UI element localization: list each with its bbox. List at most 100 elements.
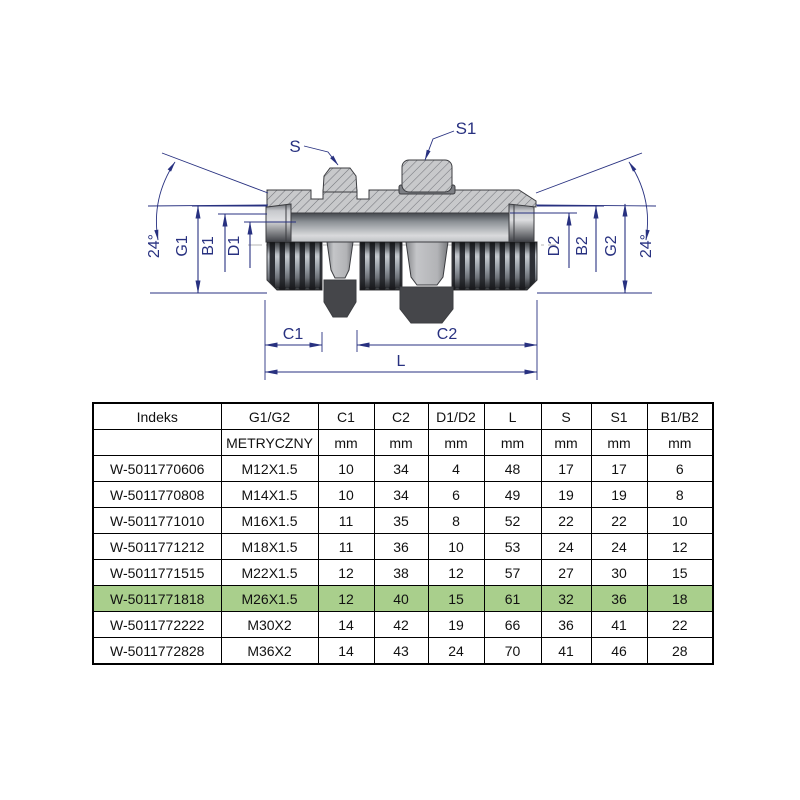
cell-value: 22: [540, 507, 592, 534]
cell-value: 12: [427, 559, 485, 586]
units-row: METRYCZNY mm mm mm mm mm mm mm: [92, 429, 714, 456]
cell-value: 8: [427, 507, 485, 534]
label-g1: G1: [174, 235, 191, 256]
cell-value: 66: [483, 611, 542, 638]
cell-value: M14X1.5: [220, 481, 319, 508]
cell-value: M30X2: [220, 611, 319, 638]
cell-value: 32: [540, 585, 592, 612]
cell-value: 41: [540, 637, 592, 665]
cell-indeks: W-5011770606: [92, 455, 222, 482]
thread-right: [451, 241, 538, 291]
cell-value: 36: [373, 533, 429, 560]
cell-value: 15: [646, 559, 714, 586]
cell-value: 52: [483, 507, 542, 534]
label-b1: B1: [200, 236, 217, 256]
cell-value: 43: [373, 637, 429, 665]
header-row: Indeks G1/G2 C1 C2 D1/D2 L S S1 B1/B2: [92, 402, 714, 430]
cone-collar-right: [508, 201, 535, 243]
cell-value: 38: [373, 559, 429, 586]
cell-value: 36: [590, 585, 648, 612]
dimension-table: Indeks G1/G2 C1 C2 D1/D2 L S S1 B1/B2 ME…: [92, 402, 714, 665]
thread-middle: [359, 241, 403, 291]
cell-value: 19: [427, 611, 485, 638]
cell-value: 36: [540, 611, 592, 638]
unit-cell: mm: [483, 429, 542, 456]
cell-value: 19: [540, 481, 592, 508]
cell-value: 10: [317, 455, 375, 482]
thread-left: [266, 241, 323, 291]
fitting-drawing: S S1 24° 24° G1 B1 D1: [146, 119, 657, 380]
cell-value: 8: [646, 481, 714, 508]
dimension-table-wrap: Indeks G1/G2 C1 C2 D1/D2 L S S1 B1/B2 ME…: [92, 402, 714, 665]
label-d1: D1: [226, 236, 243, 257]
col-header-indeks: Indeks: [92, 402, 222, 430]
cell-value: 10: [427, 533, 485, 560]
cell-value: 61: [483, 585, 542, 612]
cell-value: 49: [483, 481, 542, 508]
col-header-s: S: [540, 402, 592, 430]
label-d2: D2: [546, 236, 563, 257]
cell-indeks: W-5011770808: [92, 481, 222, 508]
hex-s-upper: [322, 167, 358, 193]
col-header-s1: S1: [590, 402, 648, 430]
label-s: S: [289, 137, 300, 156]
cell-value: 10: [646, 507, 714, 534]
cell-value: 41: [590, 611, 648, 638]
locknut-s-lower: [323, 241, 357, 318]
hex-s1-upper: [401, 159, 453, 193]
cell-indeks: W-5011771010: [92, 507, 222, 534]
cell-value: 6: [427, 481, 485, 508]
cell-indeks: W-5011772222: [92, 611, 222, 638]
cell-value: 11: [317, 507, 375, 534]
col-header-b1b2: B1/B2: [646, 402, 714, 430]
unit-cell: mm: [646, 429, 714, 456]
col-header-d1d2: D1/D2: [427, 402, 485, 430]
unit-cell: mm: [317, 429, 375, 456]
label-s1: S1: [456, 119, 477, 138]
cell-value: 34: [373, 481, 429, 508]
cell-value: 42: [373, 611, 429, 638]
cell-value: M22X1.5: [220, 559, 319, 586]
cell-value: M16X1.5: [220, 507, 319, 534]
cell-value: 40: [373, 585, 429, 612]
cell-value: 48: [483, 455, 542, 482]
cell-value: 35: [373, 507, 429, 534]
label-angle-left: 24°: [146, 234, 163, 258]
cell-value: 12: [646, 533, 714, 560]
label-angle-right: 24°: [638, 234, 655, 258]
cell-value: 70: [483, 637, 542, 665]
cell-value: M18X1.5: [220, 533, 319, 560]
unit-cell: mm: [427, 429, 485, 456]
unit-cell: METRYCZNY: [220, 429, 319, 456]
cell-value: 14: [317, 637, 375, 665]
cell-value: M12X1.5: [220, 455, 319, 482]
cell-value: 12: [317, 559, 375, 586]
cell-value: 10: [317, 481, 375, 508]
cell-value: 46: [590, 637, 648, 665]
label-l: L: [397, 353, 406, 370]
cell-indeks: W-5011771212: [92, 533, 222, 560]
cell-indeks: W-5011772828: [92, 637, 222, 665]
col-header-g1g2: G1/G2: [220, 402, 319, 430]
cell-value: 22: [590, 507, 648, 534]
dimension-graphics: S S1 24° 24° G1 B1 D1: [146, 119, 657, 380]
cell-value: 22: [646, 611, 714, 638]
cell-value: 14: [317, 611, 375, 638]
cell-value: 15: [427, 585, 485, 612]
cell-value: 27: [540, 559, 592, 586]
inner-tube: [289, 212, 511, 243]
unit-cell: mm: [373, 429, 429, 456]
label-b2: B2: [574, 236, 591, 256]
cell-value: 12: [317, 585, 375, 612]
col-header-c1: C1: [317, 402, 375, 430]
table-head: Indeks G1/G2 C1 C2 D1/D2 L S S1 B1/B2 ME…: [92, 402, 714, 456]
